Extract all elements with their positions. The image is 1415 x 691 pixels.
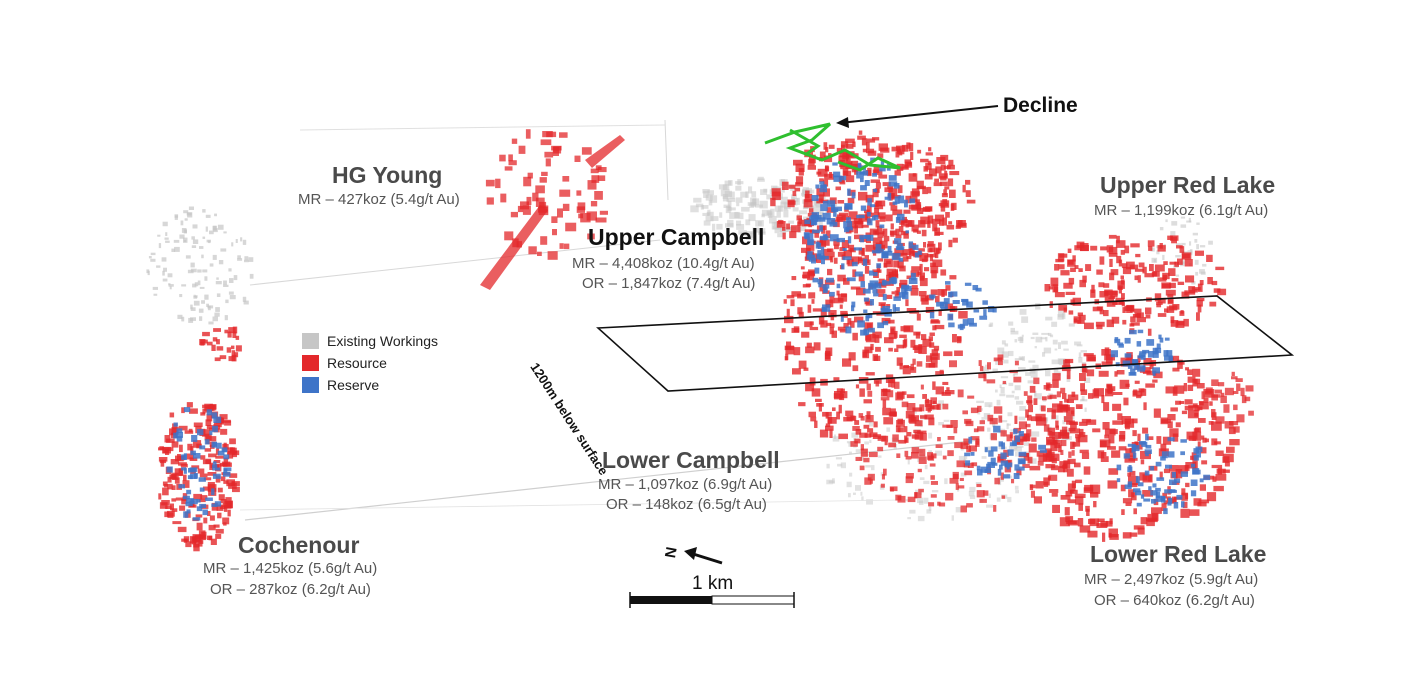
lower-red-lake-or: OR – 640koz (6.2g/t Au)	[1094, 592, 1255, 609]
legend-swatch	[302, 333, 319, 349]
hg-young-mr: MR – 427koz (5.4g/t Au)	[298, 191, 460, 208]
legend-label: Existing Workings	[327, 333, 439, 349]
north-arrow	[689, 551, 723, 565]
upper-red-lake-mr: MR – 1,199koz (6.1g/t Au)	[1094, 202, 1269, 219]
legend-swatch	[302, 355, 319, 371]
legend-label: Resource	[327, 355, 387, 371]
upper-campbell-title: Upper Campbell	[588, 224, 765, 250]
cochenour-mr: MR – 1,425koz (5.6g/t Au)	[203, 560, 378, 577]
scale-bar	[629, 592, 795, 608]
upper-campbell-or: OR – 1,847koz (7.4g/t Au)	[582, 275, 756, 292]
lower-campbell-title: Lower Campbell	[602, 447, 780, 473]
north-arrowhead	[684, 547, 697, 560]
lower-red-lake-title: Lower Red Lake	[1090, 541, 1267, 567]
hg-young-title: HG Young	[332, 162, 443, 188]
scale-label: 1 km	[692, 573, 734, 594]
legend-item-existing-workings: Existing Workings	[302, 330, 438, 352]
upper-red-lake-title: Upper Red Lake	[1100, 172, 1276, 198]
decline-label: Decline	[1003, 94, 1078, 117]
decline-path	[764, 122, 901, 172]
cochenour-title: Cochenour	[238, 532, 360, 558]
cochenour-or: OR – 287koz (6.2g/t Au)	[210, 581, 371, 598]
legend-label: Reserve	[327, 377, 380, 393]
legend-item-reserve: Reserve	[302, 374, 438, 396]
plane-1200m	[596, 295, 1295, 392]
upper-campbell-mr: MR – 4,408koz (10.4g/t Au)	[572, 255, 755, 272]
lower-campbell-mr: MR – 1,097koz (6.9g/t Au)	[598, 476, 773, 493]
legend-item-resource: Resource	[302, 352, 438, 374]
legend-swatch	[302, 377, 319, 393]
lower-red-lake-mr: MR – 2,497koz (5.9g/t Au)	[1084, 571, 1259, 588]
legend: Existing Workings Resource Reserve	[302, 330, 438, 396]
decline-arrowhead	[836, 117, 849, 128]
lower-campbell-or: OR – 148koz (6.5g/t Au)	[606, 496, 767, 513]
decline-arrow	[839, 105, 999, 124]
